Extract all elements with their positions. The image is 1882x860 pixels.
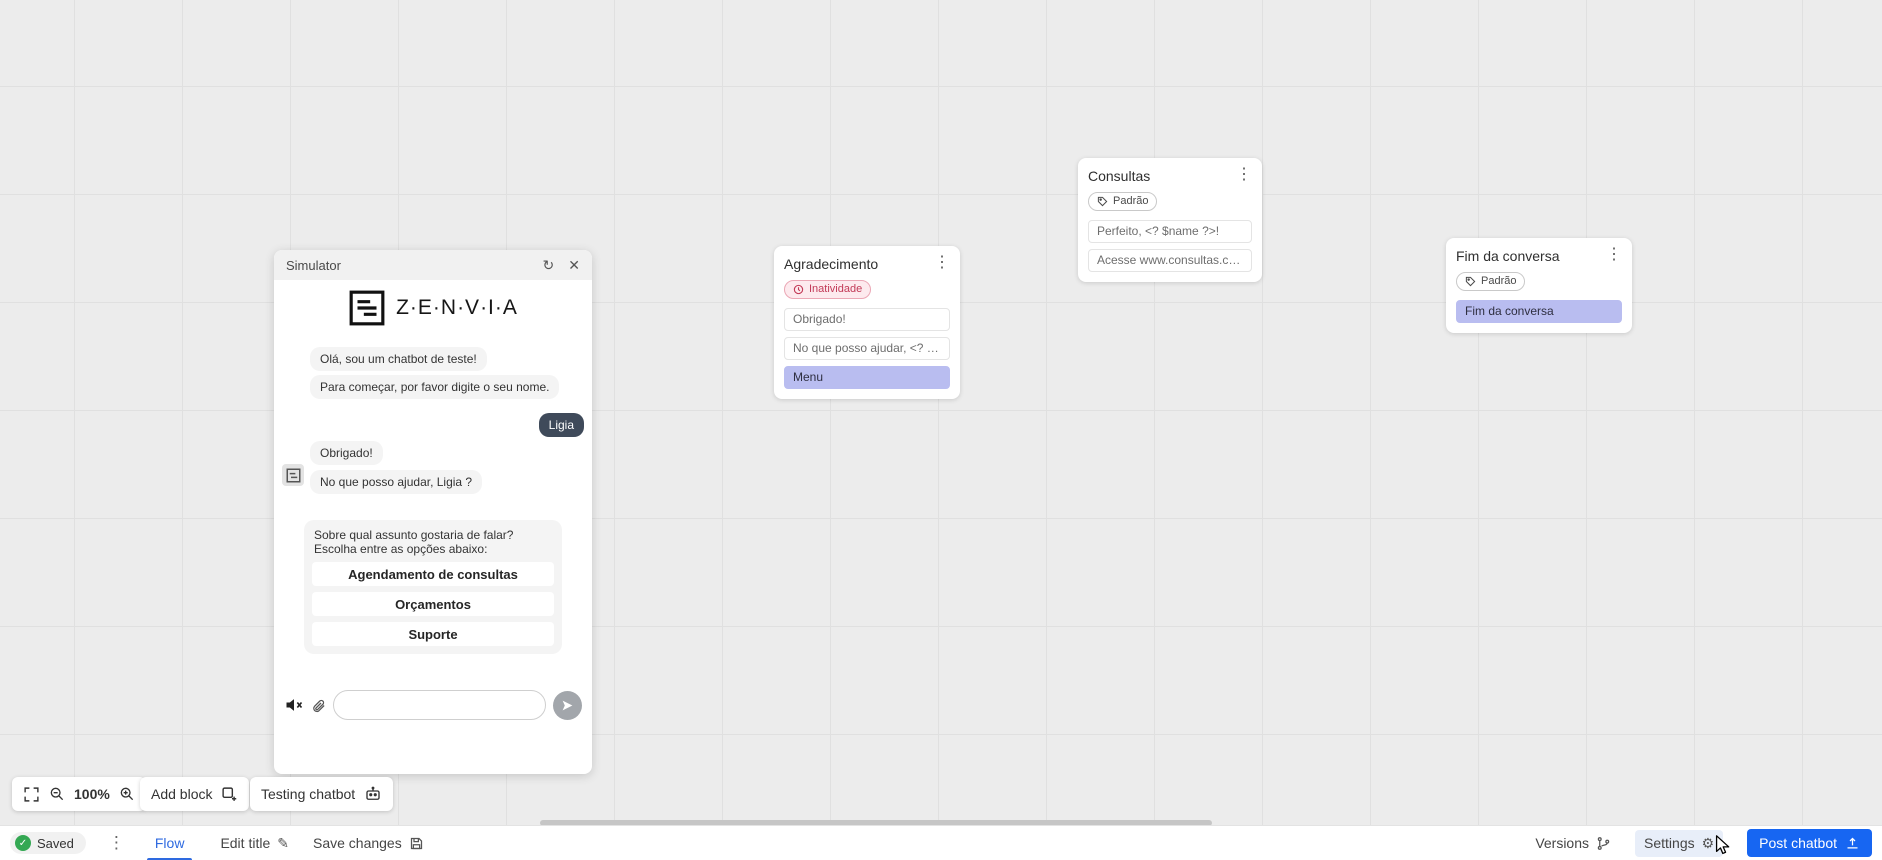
settings-button[interactable]: Settings ⚙: [1635, 829, 1724, 857]
save-icon: [410, 837, 422, 849]
node-title: Consultas: [1088, 168, 1151, 184]
git-branch-icon: [1597, 836, 1610, 850]
fullscreen-icon[interactable]: [23, 786, 40, 803]
add-block-button[interactable]: Add block: [140, 777, 250, 811]
testing-chatbot-label: Testing chatbot: [261, 786, 356, 802]
kebab-menu-icon[interactable]: ⋮: [1606, 246, 1622, 263]
flow-tab-label: Flow: [154, 835, 185, 851]
node-agradecimento[interactable]: Agradecimento ⋮ Inatividade Obrigado! No…: [774, 246, 960, 399]
zoom-out-icon[interactable]: [49, 786, 65, 802]
badge-label: Inatividade: [809, 283, 863, 295]
message-cell[interactable]: No que posso ajudar, <? $name ...: [784, 337, 950, 360]
node-cells: Fim da conversa: [1456, 300, 1622, 323]
save-changes-button[interactable]: Save changes: [313, 835, 424, 851]
node-title: Fim da conversa: [1456, 248, 1560, 264]
check-circle-icon: ✓: [15, 835, 31, 851]
message-cell[interactable]: Perfeito, <? $name ?>!: [1088, 220, 1252, 243]
node-title: Agradecimento: [784, 256, 879, 272]
clock-icon: [793, 284, 804, 295]
brand-row: Z·E·N·V·I·A: [274, 280, 592, 336]
bot-message: Para começar, por favor digite o seu nom…: [310, 375, 560, 399]
chat-option-button[interactable]: Orçamentos: [312, 592, 554, 616]
trigger-badge-inatividade: Inatividade: [784, 280, 872, 299]
kebab-menu-icon[interactable]: ⋮: [1236, 166, 1252, 183]
horizontal-scrollbar[interactable]: [540, 820, 1212, 826]
simulator-window: Simulator ↻ ✕ Z·E·N·V·I·A Olá, sou um ch…: [274, 250, 592, 774]
node-header: Fim da conversa ⋮: [1456, 246, 1622, 266]
tag-icon: [1097, 196, 1108, 207]
type-badge-padrao: Padrão: [1456, 272, 1526, 291]
edit-title-button[interactable]: Edit title ✎: [220, 835, 289, 852]
bot-message: No que posso ajudar, Ligia ?: [310, 470, 483, 494]
chat-message-input[interactable]: [333, 690, 546, 720]
edit-title-label: Edit title: [220, 835, 271, 851]
versions-button[interactable]: Versions: [1535, 835, 1611, 851]
brand-wordmark: Z·E·N·V·I·A: [396, 296, 518, 319]
badge-label: Padrão: [1481, 275, 1517, 287]
close-icon[interactable]: ✕: [568, 256, 580, 273]
more-options-icon[interactable]: ⋮: [107, 833, 125, 852]
simulator-header[interactable]: Simulator ↻ ✕: [274, 250, 592, 280]
type-badge-padrao: Padrão: [1088, 192, 1158, 211]
tag-icon: [1465, 276, 1476, 287]
zenvia-logo-icon: [349, 290, 385, 326]
end-cell[interactable]: Fim da conversa: [1456, 300, 1622, 323]
node-cells: Obrigado! No que posso ajudar, <? $name …: [784, 308, 950, 389]
chat-input-row: [284, 688, 582, 722]
versions-label: Versions: [1535, 835, 1590, 851]
canvas-zoom-toolbar: 100%: [12, 777, 146, 811]
message-cell[interactable]: Obrigado!: [784, 308, 950, 331]
node-consultas[interactable]: Consultas ⋮ Padrão Perfeito, <? $name ?>…: [1078, 158, 1262, 282]
kebab-menu-icon[interactable]: ⋮: [934, 254, 950, 271]
post-chatbot-button[interactable]: Post chatbot: [1747, 829, 1872, 857]
send-button[interactable]: [553, 690, 582, 720]
simulator-title: Simulator: [286, 257, 341, 273]
mute-speaker-icon[interactable]: [284, 695, 304, 715]
bot-message: Olá, sou um chatbot de teste!: [310, 347, 487, 371]
active-tab-indicator: [146, 857, 193, 860]
zoom-in-icon[interactable]: [119, 786, 135, 802]
node-cells: Perfeito, <? $name ?>! Acesse www.consul…: [1088, 220, 1252, 272]
add-block-icon: [222, 786, 237, 801]
node-header: Consultas ⋮: [1088, 166, 1252, 186]
bottom-bar: ✓ Saved ⋮ Flow Edit title ✎ Save changes…: [0, 825, 1882, 860]
node-header: Agradecimento ⋮: [784, 254, 950, 274]
node-fim-da-conversa[interactable]: Fim da conversa ⋮ Padrão Fim da conversa: [1446, 238, 1632, 333]
pencil-icon: ✎: [277, 834, 289, 851]
saved-label: Saved: [37, 835, 74, 851]
chat-option-button[interactable]: Suporte: [312, 622, 554, 646]
paperclip-icon[interactable]: [311, 698, 326, 713]
chat-area: Olá, sou um chatbot de teste! Para começ…: [274, 336, 592, 654]
badge-label: Padrão: [1113, 195, 1149, 207]
restart-icon[interactable]: ↻: [542, 256, 555, 273]
menu-cell[interactable]: Menu: [784, 366, 950, 389]
message-cell[interactable]: Acesse www.consultas.com par...: [1088, 249, 1252, 272]
zenvia-mini-logo-icon: [286, 468, 300, 482]
tab-flow[interactable]: Flow: [143, 826, 197, 860]
chat-option-button[interactable]: Agendamento de consultas: [312, 562, 554, 586]
gear-icon: ⚙: [1701, 834, 1715, 851]
user-message: Ligia: [538, 413, 584, 437]
publish-upload-icon: [1847, 837, 1858, 848]
save-changes-label: Save changes: [312, 835, 402, 851]
post-chatbot-label: Post chatbot: [1759, 835, 1837, 851]
send-icon: [562, 700, 573, 710]
robot-icon: [366, 786, 380, 800]
add-block-label: Add block: [151, 786, 213, 802]
bot-message: Obrigado!: [310, 441, 383, 465]
bot-avatar: [282, 464, 304, 486]
saved-status-badge: ✓ Saved: [10, 832, 86, 854]
bot-options-message: Sobre qual assunto gostaria de falar? Es…: [304, 520, 562, 654]
zoom-level: 100%: [74, 786, 110, 802]
options-prompt: Sobre qual assunto gostaria de falar? Es…: [314, 528, 514, 556]
settings-label: Settings: [1644, 835, 1695, 851]
testing-chatbot-button[interactable]: Testing chatbot: [250, 777, 394, 811]
